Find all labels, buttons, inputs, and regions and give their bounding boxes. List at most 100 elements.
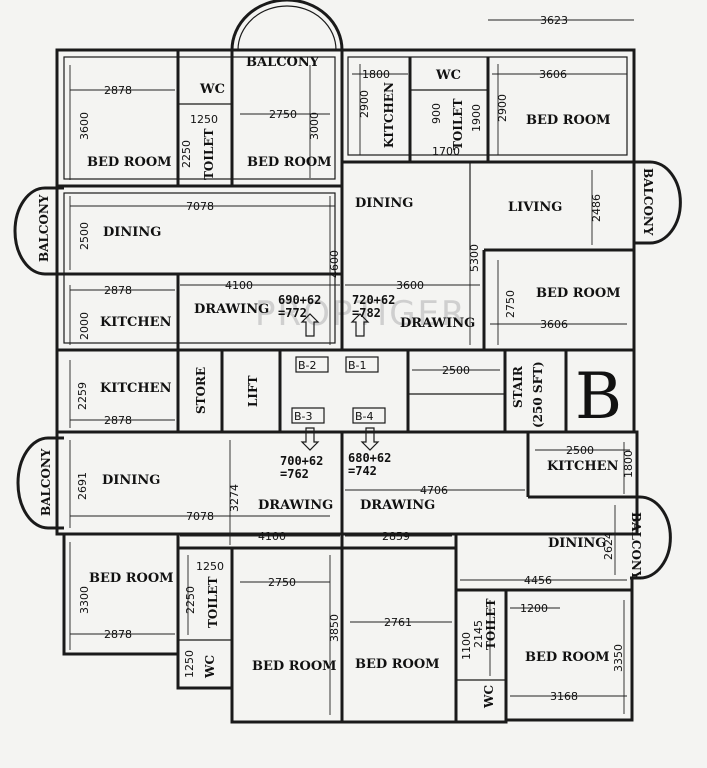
dim-label: 4456 — [524, 574, 552, 587]
room-label-dining-left-bot: DINING — [102, 473, 160, 488]
calc-b3-line2: =762 — [280, 467, 309, 481]
dim-label: 4100 — [258, 530, 286, 543]
dim-label: 2750 — [504, 290, 517, 318]
calc-b3-line1: 700+62 — [280, 454, 323, 468]
room-label-balcony-right-bot: BALCONY — [629, 512, 643, 580]
dim-label: 1800 — [362, 68, 390, 81]
dim-label: 2859 — [382, 530, 410, 543]
room-label-balcony-top: BALCONY — [246, 55, 320, 70]
dim-label: 3850 — [328, 614, 341, 642]
room-label-bed-bc2: BED ROOM — [355, 657, 440, 672]
dim-label: 2878 — [104, 284, 132, 297]
room-label-dining-mid-top: DINING — [355, 196, 413, 211]
room-label-bed-tl: BED ROOM — [87, 155, 172, 170]
dim-label: 7078 — [186, 200, 214, 213]
calc-b2-line2: =772 — [278, 306, 307, 320]
dim-label: 2878 — [104, 84, 132, 97]
dim-label: 2145 — [472, 620, 485, 648]
room-label-balcony-left-bot: BALCONY — [39, 448, 53, 516]
unit-tag-b1-box — [345, 356, 379, 373]
room-label-drawing-mid-bot2: DRAWING — [360, 498, 435, 513]
dim-label: 1800 — [622, 450, 635, 478]
arrow-down-icon — [300, 427, 320, 451]
block-letter: B — [575, 360, 622, 434]
dim-label: 900 — [430, 103, 443, 124]
dim-label: 2250 — [184, 586, 197, 614]
room-label-bed-bl: BED ROOM — [89, 571, 174, 586]
calc-b4-line2: =742 — [348, 464, 377, 478]
dimension-labels: 3623 2878 3600 1250 2250 2750 3000 1800 … — [76, 14, 635, 703]
room-label-kitchen-l2: KITCHEN — [100, 381, 172, 396]
dim-label: 3000 — [308, 112, 321, 140]
unit-tag-b1: B-1 — [348, 359, 367, 372]
room-label-wc-tl: WC — [199, 82, 225, 97]
dim-label: 4706 — [420, 484, 448, 497]
dim-label: 2750 — [268, 576, 296, 589]
dim-label: 3600 — [78, 112, 91, 140]
dim-label: 1200 — [520, 602, 548, 615]
unit-tag-b2-box — [295, 356, 329, 373]
room-label-drawing-mid-bot: DRAWING — [258, 498, 333, 513]
room-label-balcony-left-top: BALCONY — [37, 194, 51, 262]
dim-label: 3274 — [228, 484, 241, 512]
calc-b1-line1: 720+62 — [352, 293, 395, 307]
room-label-lift: LIFT — [246, 375, 260, 407]
dim-label: 1250 — [196, 560, 224, 573]
dim-label: 1900 — [470, 104, 483, 132]
unit-tag-b4: B-4 — [355, 410, 374, 423]
room-label-dining-left-top: DINING — [103, 225, 161, 240]
dim-label: 1250 — [183, 650, 196, 678]
dim-label: 3168 — [550, 690, 578, 703]
dim-label: 5300 — [468, 244, 481, 272]
room-label-toilet-br: TOILET — [484, 598, 498, 650]
dim-label: 2250 — [180, 140, 193, 168]
unit-arrows — [300, 313, 380, 451]
room-label-bed-tc: BED ROOM — [247, 155, 332, 170]
calc-b4-line1: 680+62 — [348, 451, 391, 465]
dim-label: 4100 — [225, 279, 253, 292]
dim-label: 1250 — [190, 113, 218, 126]
room-label-wc-tr: WC — [435, 68, 461, 83]
unit-tag-b3-box — [291, 407, 325, 424]
room-label-stair-area: (250 SFT) — [531, 361, 545, 428]
room-label-store: STORE — [194, 367, 208, 414]
arrow-down-icon — [360, 427, 380, 451]
room-label-dining-right-bot: DINING — [548, 536, 606, 551]
dim-label: 2624 — [602, 532, 615, 560]
dim-label: 7078 — [186, 510, 214, 523]
arrow-up-icon — [300, 313, 320, 337]
unit-tag-b4-box — [352, 407, 386, 424]
dim-label: 3350 — [612, 644, 625, 672]
dim-label: 2500 — [442, 364, 470, 377]
room-label-wc-bl: WC — [203, 655, 217, 679]
room-label-bed-bc1: BED ROOM — [252, 659, 337, 674]
room-label-bed-r1: BED ROOM — [536, 286, 621, 301]
dim-label: 2500 — [78, 222, 91, 250]
area-calcs: 690+62 =772 720+62 =782 700+62 =762 680+… — [278, 293, 395, 481]
dim-label: 2750 — [269, 108, 297, 121]
dim-label: 2878 — [104, 628, 132, 641]
room-label-drawing-l1: DRAWING — [194, 302, 269, 317]
room-label-kitchen-r2: KITCHEN — [547, 459, 619, 474]
dim-label: 3623 — [540, 14, 568, 27]
room-label-toilet-bl: TOILET — [206, 576, 220, 628]
dim-label: 2761 — [384, 616, 412, 629]
unit-tag-b2: B-2 — [298, 359, 317, 372]
arrow-up-icon — [350, 313, 370, 337]
room-label-toilet-tr: TOILET — [451, 98, 465, 150]
dim-label: 2000 — [78, 312, 91, 340]
dim-label: 2691 — [76, 472, 89, 500]
room-label-living: LIVING — [508, 200, 562, 215]
room-label-bed-tr: BED ROOM — [526, 113, 611, 128]
unit-tag-b3: B-3 — [294, 410, 313, 423]
dim-label: 3300 — [78, 586, 91, 614]
dim-label: 4600 — [328, 250, 341, 278]
room-label-kitchen-tr: KITCHEN — [382, 82, 396, 148]
dim-label: 2259 — [76, 382, 89, 410]
room-label-bed-br: BED ROOM — [525, 650, 610, 665]
calc-b1-line2: =782 — [352, 306, 381, 320]
room-label-drawing-r1: DRAWING — [400, 316, 475, 331]
dim-label: 3606 — [539, 68, 567, 81]
